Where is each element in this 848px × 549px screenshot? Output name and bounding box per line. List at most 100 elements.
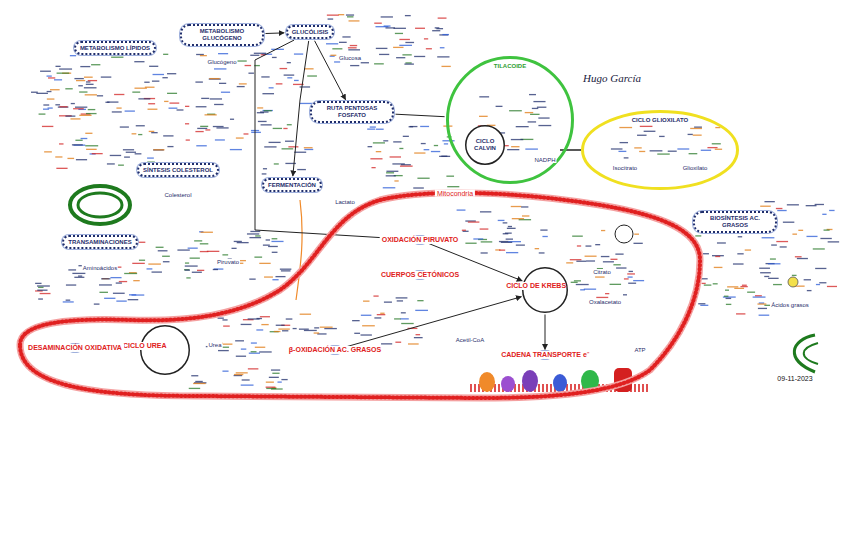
metabolite-scribble	[264, 110, 272, 111]
metabolite-scribble	[352, 320, 360, 321]
metabolite-scribble	[241, 384, 254, 385]
metabolite-scribble	[507, 228, 516, 229]
metabolite-scribble	[196, 54, 204, 55]
metabolite-scribble	[529, 94, 536, 95]
metabolite-scribble	[263, 244, 270, 245]
metabolite-scribble	[650, 150, 663, 151]
metabolite-scribble	[538, 117, 549, 118]
metabolite-scribble	[50, 89, 60, 90]
metabolite-scribble	[633, 243, 642, 244]
metabolite-scribble	[200, 251, 209, 252]
cycle-outline	[583, 112, 738, 189]
metabolite-scribble	[441, 66, 450, 67]
metabolite-scribble	[144, 82, 149, 83]
metabolite-scribble	[399, 148, 403, 149]
metabolite-scribble	[307, 75, 317, 76]
region-label: Mitocondria	[435, 190, 475, 197]
metabolite-scribble	[394, 318, 401, 319]
metabolite-scribble	[829, 210, 834, 211]
metabolite-scribble	[712, 143, 721, 144]
metabolite-scribble	[185, 262, 189, 263]
metabolite-scribble	[260, 316, 270, 317]
metabolite-scribble	[72, 144, 83, 145]
pathway-connector	[342, 297, 521, 348]
metabolite-scribble	[304, 149, 313, 150]
metabolite-scribble	[261, 124, 272, 125]
metabolite-scribble	[205, 129, 210, 130]
metabolite-scribble	[215, 139, 225, 140]
section-heading: METABOLISMO GLUCÓGENO	[180, 24, 264, 46]
metabolite-scribble	[138, 134, 142, 135]
metabolite-scribble	[758, 308, 767, 309]
metabolite-scribble	[585, 256, 597, 257]
metabolite-scribble	[214, 68, 226, 69]
metabolite-scribble	[777, 210, 786, 211]
metabolite-scribble	[214, 104, 223, 105]
metabolite-scribble	[734, 288, 744, 289]
metabolite-scribble	[376, 129, 384, 130]
metabolite-scribble	[272, 279, 278, 280]
heading-text: TRANSAMINACIONES	[68, 239, 131, 246]
metabolite-scribble	[259, 263, 270, 264]
metabolite-scribble	[167, 73, 176, 74]
metabolite-scribble	[764, 201, 774, 202]
metabolite-scribble	[415, 310, 428, 311]
metabolite-scribble	[138, 98, 150, 99]
metabolite-scribble	[153, 149, 164, 150]
metabolite-scribble	[196, 145, 206, 146]
metabolite-scribble	[40, 71, 51, 72]
metabolite-scribble	[468, 221, 480, 222]
metabolite-scribble	[80, 66, 90, 67]
metabolite-scribble	[107, 163, 115, 164]
metabolite-scribble	[374, 63, 384, 64]
metabolite-scribble	[114, 94, 124, 95]
metabolite-scribble	[374, 317, 381, 318]
metabolite-scribble	[86, 81, 90, 82]
metabolite-scribble	[570, 259, 582, 260]
metabolite-scribble	[268, 246, 278, 247]
metabolite-scribble	[393, 28, 405, 29]
metabolite-scribble	[442, 34, 449, 35]
metabolite-scribble	[334, 61, 340, 62]
metabolite-scribble	[797, 258, 808, 259]
metabolite-scribble	[601, 230, 605, 231]
metabolite-scribble	[274, 331, 281, 332]
metabolite-scribble	[384, 301, 392, 302]
metabolite-scribble	[236, 372, 248, 373]
metabolite-scribble	[287, 124, 292, 125]
metabolite-scribble	[167, 93, 177, 94]
metabolite-scribble	[200, 126, 208, 127]
metabolite-scribble	[384, 25, 391, 26]
metabolite-scribble	[373, 295, 378, 296]
metabolite-scribble	[85, 145, 98, 146]
cycle-text-holder: CICLO DE KREBS	[522, 267, 568, 313]
metabolite-scribble	[219, 83, 226, 84]
cycle-circle: CICLO DE KREBS	[522, 267, 568, 313]
metabolite-scribble	[501, 242, 512, 243]
metabolite-scribble	[272, 238, 278, 239]
metabolite-scribble	[628, 276, 633, 277]
metabolite-scribble	[129, 294, 136, 295]
pathway-scribbles	[31, 14, 839, 390]
metabolite-scribble	[611, 148, 623, 149]
metabolite-scribble	[542, 236, 547, 237]
metabolite-scribble	[85, 94, 97, 95]
metabolite-scribble	[401, 312, 406, 313]
metabolite-scribble	[402, 54, 411, 55]
metabolite-scribble	[66, 284, 76, 285]
metabolite-scribble	[677, 148, 689, 149]
mitochondria-region: OXIDACIÓN PIRUVATOCUERPOS CETÓNICOSCICLO…	[15, 185, 705, 405]
metabolite-scribble	[164, 101, 168, 102]
metabolite-scribble	[237, 242, 249, 243]
metabolite-scribble	[496, 106, 503, 107]
metabolite-scribble	[314, 332, 320, 333]
metabolite-label: NADPH	[533, 157, 556, 163]
metabolite-scribble	[771, 244, 777, 245]
metabolite-scribble	[38, 287, 43, 288]
metabolite-scribble	[84, 87, 97, 88]
metabolite-scribble	[86, 84, 94, 85]
metabolite-scribble	[444, 143, 448, 144]
metabolite-scribble	[277, 381, 281, 382]
metabolite-scribble	[342, 36, 350, 37]
metabolite-scribble	[209, 78, 221, 79]
